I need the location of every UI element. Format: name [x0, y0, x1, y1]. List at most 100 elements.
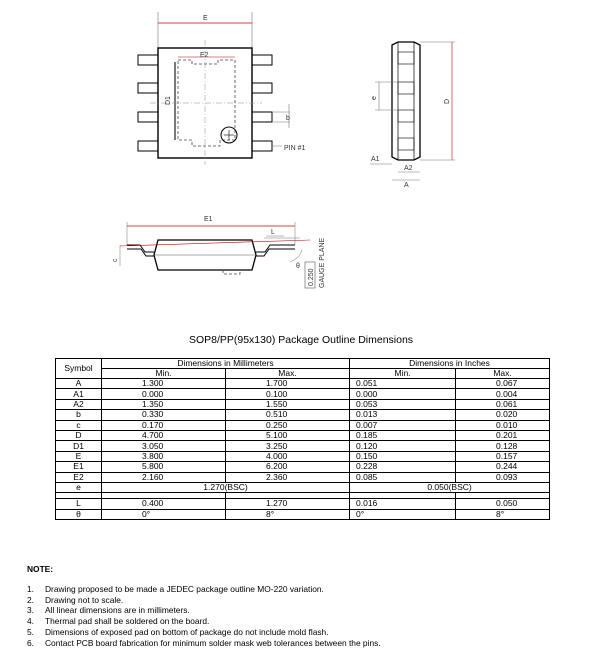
note-text: Thermal pad shall be soldered on the boa…	[45, 616, 210, 627]
cell-in-max: 0.061	[455, 398, 551, 411]
cell-in-max: 0.157	[455, 450, 551, 463]
cell-mm-max: 1.550	[224, 398, 351, 411]
cell-in-min: 0.013	[349, 409, 457, 421]
notes-section: NOTE: 1.Drawing proposed to be made a JE…	[27, 564, 381, 649]
cell-mm-max: 1.700	[224, 377, 351, 390]
header-row-minmax: Min. Max. Min. Max.	[56, 368, 551, 379]
cell-mm-min: 3.800	[101, 450, 226, 463]
cell-symbol: D1	[55, 440, 102, 452]
cell-mm-max: 8°	[224, 508, 351, 521]
cell-in-max: 0.004	[455, 388, 551, 400]
cell-in-max: 0.010	[455, 419, 551, 431]
note-text: Contact PCB board fabrication for minimu…	[45, 637, 381, 648]
cell-symbol: A	[55, 377, 102, 390]
note-item: 1. Drawing proposed to be made a JEDEC pa…	[27, 584, 381, 595]
cell-mm-min: 0.400	[101, 498, 226, 510]
note-item: 5. Dimensions of exposed pad on bottom of…	[27, 627, 381, 638]
cell-mm-min: 2.160	[101, 471, 226, 483]
cell-in-min: 0.053	[349, 398, 457, 411]
dim-label-theta: θ	[296, 263, 300, 270]
dim-label-a1: A1	[371, 156, 380, 163]
cell-mm-max: 0.250	[224, 419, 351, 431]
note-text: Dimensions of exposed pad on bottom of p…	[45, 626, 329, 637]
cell-mm-min: 3.050	[101, 440, 226, 452]
package-drawing: E E2 D1 b PIN #1 D e A1 A2 A	[112, 12, 455, 289]
cell-mm-max: 6.200	[224, 461, 351, 473]
note-text: Drawing proposed to be made a JEDEC pack…	[45, 583, 324, 594]
cell-symbol: L	[55, 498, 102, 510]
dim-label-l: L	[271, 229, 275, 236]
cell-mm-max: 2.360	[224, 471, 351, 483]
cell-in-max: 0.020	[455, 409, 551, 421]
cell-in-min: 0.007	[349, 419, 457, 431]
dim-label-c: c	[112, 258, 119, 262]
cell-mm-min: 0.330	[101, 409, 226, 421]
dim-label-e-pitch: e	[371, 96, 378, 100]
cell-in-max: 0.201	[455, 429, 551, 442]
cell-mm-bsc: 1.270(BSC)	[100, 481, 351, 494]
note-number: 6.	[27, 637, 34, 648]
cell-symbol: A1	[55, 388, 102, 400]
header-inch: Dimensions in Inches	[349, 358, 551, 369]
cell-in-max: 0.050	[455, 498, 551, 510]
header-in-min: Min.	[349, 368, 457, 379]
cell-in-max: 0.128	[455, 440, 551, 452]
dim-label-e2: E2	[200, 52, 209, 59]
note-text: Drawing not to scale.	[45, 594, 124, 605]
header-mm-min: Min.	[101, 368, 226, 379]
cell-mm-min: 1.350	[101, 398, 226, 411]
cell-symbol: A2	[55, 398, 102, 411]
cell-in-max: 0.093	[455, 471, 551, 483]
cell-in-min: 0.000	[349, 388, 457, 400]
notes-list: 1. Drawing proposed to be made a JEDEC pa…	[27, 584, 381, 649]
cell-in-min: 0.185	[349, 429, 457, 442]
table-row-e: e 1.270(BSC) 0.050(BSC)	[55, 481, 551, 494]
cell-mm-min: 1.300	[101, 377, 226, 390]
cell-in-max: 8°	[455, 508, 551, 521]
note-number: 5.	[27, 626, 34, 637]
dim-label-d1: D1	[165, 96, 172, 105]
cell-mm-min: 0.170	[101, 419, 226, 431]
cell-mm-min: 0.000	[101, 388, 226, 400]
cell-in-min: 0.085	[349, 471, 457, 483]
cell-mm-max: 4.000	[224, 450, 351, 463]
cell-symbol: b	[55, 409, 102, 421]
cell-mm-max: 0.510	[224, 409, 351, 421]
cell-in-min: 0.228	[349, 461, 457, 473]
note-text: All linear dimensions are in millimeters…	[45, 605, 190, 616]
cell-symbol: E2	[55, 471, 102, 483]
header-mm: Dimensions in Millimeters	[100, 358, 351, 369]
note-number: 3.	[27, 605, 34, 616]
cell-symbol: E	[55, 450, 102, 463]
cell-in-max: 0.067	[455, 377, 551, 390]
cell-symbol: θ	[55, 508, 102, 521]
cell-mm-min: 0°	[101, 508, 226, 521]
dim-label-b: b	[286, 115, 290, 122]
cell-mm-max: 5.100	[224, 429, 351, 442]
dim-label-a2: A2	[404, 165, 413, 172]
cell-mm-max: 3.250	[224, 440, 351, 452]
note-number: 4.	[27, 616, 34, 627]
header-mm-max: Max.	[224, 368, 351, 379]
note-number: 1.	[27, 583, 34, 594]
pin1-label: PIN #1	[284, 145, 306, 152]
cell-in-max: 0.244	[455, 461, 551, 473]
dimensions-table: Symbol Dimensions in Millimeters Dimensi…	[55, 358, 551, 521]
cell-in-min: 0.150	[349, 450, 457, 463]
header-row-units: Symbol Dimensions in Millimeters Dimensi…	[55, 358, 551, 379]
note-item: 4. Thermal pad shall be soldered on the b…	[27, 616, 381, 627]
note-item: 3. All linear dimensions are in millimete…	[27, 605, 381, 616]
header-in-max: Max.	[455, 368, 551, 379]
cell-in-bsc: 0.050(BSC)	[349, 481, 551, 494]
